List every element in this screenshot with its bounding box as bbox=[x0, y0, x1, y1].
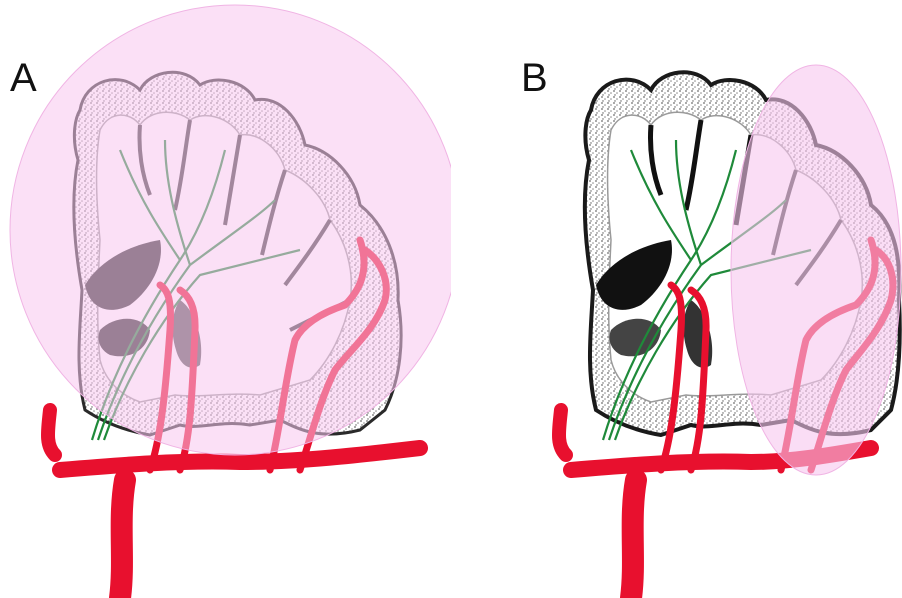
vascular-territory-highlight bbox=[731, 65, 901, 475]
vascular-territory-highlight bbox=[10, 5, 451, 455]
brain-diagram-b bbox=[451, 0, 902, 598]
brain-diagram-a bbox=[0, 0, 451, 598]
panel-a: A bbox=[0, 0, 451, 598]
panel-b: B bbox=[451, 0, 902, 598]
